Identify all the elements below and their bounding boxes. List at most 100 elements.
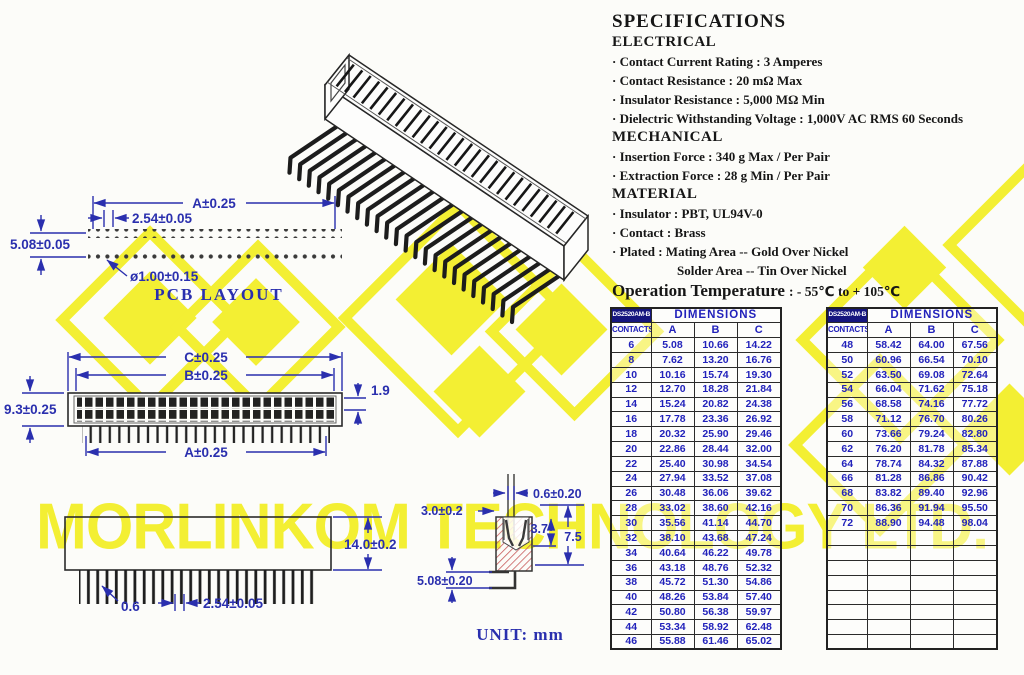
table-cell [909, 530, 954, 546]
table-cell: 47.24 [736, 530, 782, 546]
table-cell: 7.62 [650, 352, 695, 368]
section-heading-mechanical: MECHANICAL [612, 129, 723, 145]
table-cell [952, 589, 998, 606]
table-cell: 63.50 [866, 366, 911, 383]
table-cell: 46.22 [693, 545, 738, 561]
table-cell: 54 [826, 381, 868, 398]
table-cell: 26.92 [736, 411, 782, 428]
dim-label-top-b: B±0.25 [184, 368, 228, 383]
empty-row [826, 619, 998, 636]
dim-label-side-pitch: 2.54±0.05 [203, 596, 263, 611]
contact-slot [529, 194, 550, 218]
table-cell: 28.44 [693, 441, 738, 457]
specifications-title: SPECIFICATIONS [612, 11, 787, 32]
contact-slot [504, 177, 524, 201]
table-cell: 38.10 [650, 530, 695, 546]
table-cell: 59.97 [736, 604, 782, 621]
table-cell: 23.36 [693, 411, 738, 428]
connector-pin [393, 196, 445, 247]
table-cell: 53.84 [693, 589, 738, 606]
table-cell [826, 619, 868, 636]
contact-slot [394, 103, 415, 127]
table-cell: 29.46 [736, 426, 782, 443]
table-cell [866, 589, 911, 606]
dim-label-cs-top: 0.6±0.20 [533, 487, 582, 501]
table-cell: 52.32 [736, 559, 782, 576]
table-cell: 12 [610, 381, 652, 398]
connector-pin [471, 247, 523, 299]
table-cell: 76.70 [909, 411, 954, 428]
table-cell: 60.96 [866, 352, 911, 368]
table-cell: 72.64 [952, 366, 998, 383]
table-cell [952, 619, 998, 636]
table-cell: 58.42 [866, 337, 911, 354]
connector-pin [451, 234, 504, 286]
table-cell: 26 [610, 485, 652, 502]
contact-slot [377, 92, 398, 116]
section-heading-material: MATERIAL [612, 186, 698, 202]
table-cell: 66 [826, 470, 868, 487]
empty-row [826, 589, 998, 606]
table-cell [826, 604, 868, 621]
table-cell [826, 559, 868, 576]
table-cell: 98.04 [952, 515, 998, 532]
table-cell: 95.50 [952, 500, 998, 517]
spec-item: Solder Area -- Tin Over Nickel [677, 263, 847, 278]
table-cell: 14.22 [736, 337, 782, 354]
table-cell: 52 [826, 366, 868, 383]
table-cell: 30.48 [650, 485, 695, 502]
dim-label-cs-bottom: 5.08±0.20 [417, 574, 473, 588]
table-cell: 33.52 [693, 470, 738, 487]
table-cell: 34 [610, 545, 652, 561]
column-header-cell: C [736, 322, 782, 339]
table-cell: 12.70 [650, 381, 695, 398]
connector-pin [297, 131, 349, 182]
table-cell: 64.00 [909, 337, 954, 354]
table-cell [866, 545, 911, 561]
column-header-cell: A [650, 322, 695, 339]
contact-slot [512, 182, 533, 207]
contact-slot [487, 165, 507, 190]
table-cell: 21.84 [736, 381, 782, 398]
dim-label-top-height: 9.3±0.25 [4, 402, 57, 417]
table-cell: 42 [610, 604, 652, 621]
dim-label-pcb-hole: ø1.00±0.15 [130, 269, 199, 284]
connector-pin [509, 273, 562, 325]
table-cell: 92.96 [952, 485, 998, 502]
table-cell: 53.34 [650, 619, 695, 636]
dim-label-top-lip: 1.9 [371, 383, 390, 398]
table-cell: 10.16 [650, 366, 695, 383]
cross-section-drawing: 0.6±0.20 3.0±0.2 3.7 7.5 5.08±0.20 [417, 474, 584, 603]
table-cell: 15.24 [650, 396, 695, 413]
contact-slot [479, 160, 499, 184]
contact-slot [419, 120, 440, 144]
table-cell: 16.76 [736, 352, 782, 368]
pcb-layout-title: PCB LAYOUT [154, 285, 283, 304]
table-cell: 66.54 [909, 352, 954, 368]
table-cell: 20 [610, 441, 652, 457]
column-header-cell: B [693, 322, 738, 339]
empty-row [826, 545, 998, 561]
table-cell: 39.62 [736, 485, 782, 502]
table-cell: 38.60 [693, 500, 738, 517]
top-view-drawing: C±0.25 B±0.25 A±0.25 9.3±0.25 1.9 [4, 350, 390, 460]
dim-label-side-pinwidth: 0.6 [121, 599, 140, 614]
unit-label: UNIT: mm [476, 625, 564, 644]
table-cell: 91.94 [909, 500, 954, 517]
table-cell: 56.38 [693, 604, 738, 621]
table-cell: 86.86 [909, 470, 954, 487]
